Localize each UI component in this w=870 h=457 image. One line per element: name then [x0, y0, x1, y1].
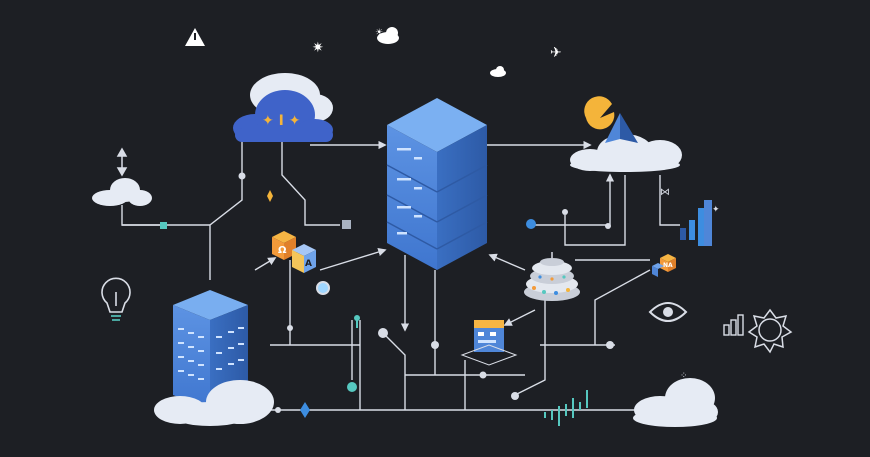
- cloud-sun-icon: ☀: [375, 27, 399, 44]
- vertical-arrow: [116, 147, 128, 177]
- cube-right: [652, 254, 676, 277]
- eye-icon: [648, 302, 688, 322]
- sparkle-small-right: ⁘: [680, 371, 688, 381]
- bar-chart-outline-icon: [723, 314, 744, 336]
- cloud-right-top: [570, 134, 682, 172]
- bar-chart-icon: ✦: [680, 200, 720, 246]
- warning-triangle-icon: [185, 28, 205, 46]
- pacman-icon: [584, 96, 615, 130]
- svg-text:☀: ☀: [375, 28, 383, 38]
- yellow-diamond: [267, 190, 273, 202]
- cloud-bottom-left: [154, 380, 274, 426]
- signal-bars-icon: [544, 390, 588, 426]
- node-square-left: [160, 222, 167, 229]
- small-cloud-icon: [490, 66, 506, 77]
- teal-pin: [354, 315, 360, 328]
- central-server: [386, 98, 488, 270]
- node-diamond-bottom: [300, 402, 310, 418]
- node-square-mid: [342, 220, 351, 229]
- cloud-bottom-right: [633, 378, 718, 427]
- node-blue-right: [526, 219, 536, 229]
- butterfly-icon: ⋈: [660, 187, 670, 198]
- cube-right-glyph: NA: [663, 262, 673, 269]
- sparkle-icon: ✷: [312, 40, 324, 56]
- lightbulb-icon: [101, 277, 131, 321]
- pyramid-icon: [605, 113, 638, 143]
- node-teal-bottom: [347, 382, 357, 392]
- cube-left: [272, 231, 316, 273]
- dark-cloud-glyphs: ✦ I ✦: [262, 113, 301, 129]
- bird-icon: ✈: [550, 45, 562, 61]
- node-cyan-left: [316, 281, 330, 295]
- cloud-small-left: [92, 178, 152, 206]
- bug-robot: [460, 320, 518, 366]
- sun-gear-icon: [747, 308, 793, 354]
- svg-text:✦: ✦: [712, 205, 720, 215]
- cube-left-glyph-b: A: [305, 259, 312, 269]
- cloud-dark-top: [233, 73, 333, 142]
- connection-nodes: [238, 172, 614, 413]
- cube-left-glyph-a: Ω: [278, 245, 287, 256]
- database-disc: [524, 252, 580, 301]
